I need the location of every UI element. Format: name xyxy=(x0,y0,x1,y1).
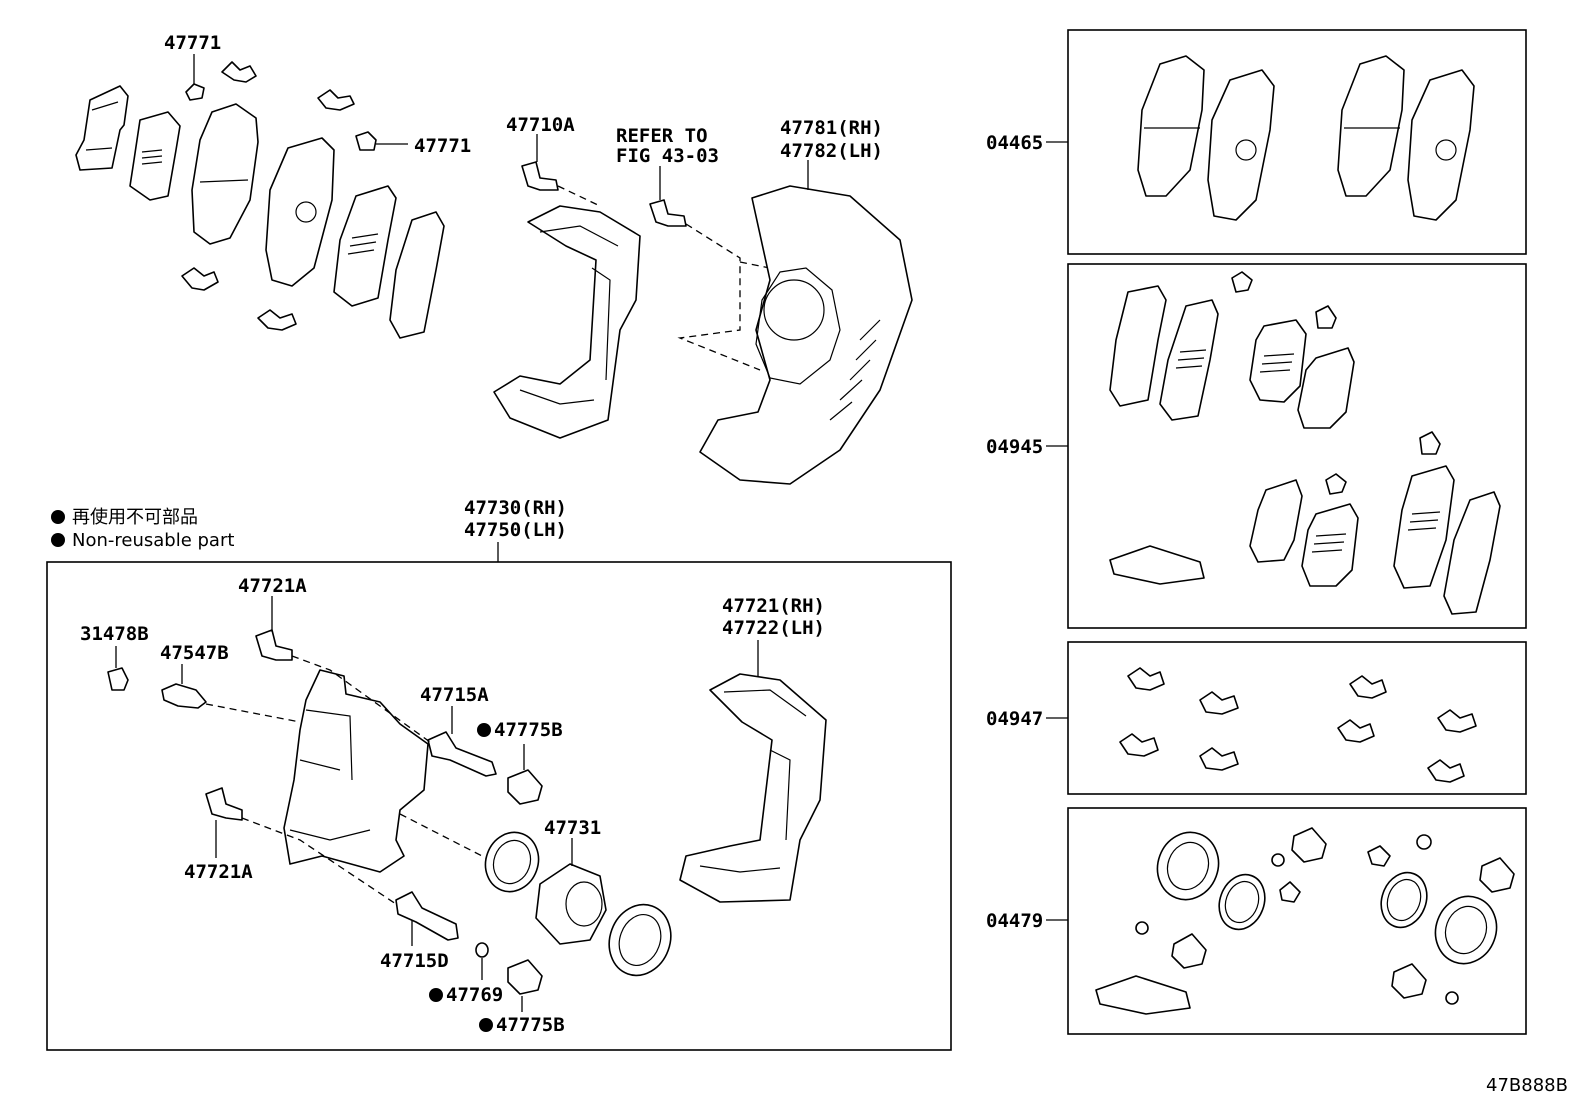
non-reusable-dot-icon xyxy=(479,1018,493,1032)
label-47710A: 47710A xyxy=(506,114,575,136)
label-fig-43-03: FIG 43-03 xyxy=(616,145,719,167)
label-47715A: 47715A xyxy=(420,684,489,706)
label-47731: 47731 xyxy=(544,817,601,839)
label-31478B: 31478B xyxy=(80,623,149,645)
legend-dot-icon xyxy=(51,510,65,524)
kit-04465-pads xyxy=(1137,55,1475,221)
label-47782-lh: 47782(LH) xyxy=(780,140,883,162)
non-reusable-dot-icon xyxy=(429,988,443,1002)
kit-04947-clips xyxy=(1119,667,1477,783)
legend-dot-icon xyxy=(51,533,65,547)
label-47750-lh: 47750(LH) xyxy=(464,519,567,541)
legend-jp: 再使用不可部品 xyxy=(72,507,198,528)
label-47771-top: 47771 xyxy=(164,32,221,54)
label-47771-right: 47771 xyxy=(414,135,471,157)
label-47721A-top: 47721A xyxy=(238,575,307,597)
label-47547B: 47547B xyxy=(160,642,229,664)
label-47775B-bottom: 47775B xyxy=(496,1014,565,1036)
label-47775B-top: 47775B xyxy=(494,719,563,741)
caliper-illustration xyxy=(107,629,827,995)
label-04945: 04945 xyxy=(986,436,1043,458)
pad-group-illustration xyxy=(75,61,445,339)
label-47721-rh: 47721(RH) xyxy=(722,595,825,617)
dust-cover-illustration xyxy=(699,185,913,485)
caliper-assembly-box xyxy=(46,561,952,1051)
diagram-code: 47B888B xyxy=(1486,1075,1568,1096)
label-04479: 04479 xyxy=(986,910,1043,932)
label-04947: 04947 xyxy=(986,708,1043,730)
non-reusable-dot-icon xyxy=(477,723,491,737)
label-refer-to: REFER TO xyxy=(616,125,708,147)
label-47781-rh: 47781(RH) xyxy=(780,117,883,139)
legend-en: Non-reusable part xyxy=(72,530,234,551)
label-47769: 47769 xyxy=(446,984,503,1006)
kit-04945-shims xyxy=(1109,271,1501,615)
label-04465: 04465 xyxy=(986,132,1043,154)
mounting-bracket-illustration xyxy=(493,161,687,439)
label-47715D: 47715D xyxy=(380,950,449,972)
label-47721A-bottom: 47721A xyxy=(184,861,253,883)
label-47722-lh: 47722(LH) xyxy=(722,617,825,639)
kit-box-04479 xyxy=(1067,807,1527,1035)
kit-04479-seals xyxy=(1095,827,1515,1015)
label-47730-rh: 47730(RH) xyxy=(464,497,567,519)
